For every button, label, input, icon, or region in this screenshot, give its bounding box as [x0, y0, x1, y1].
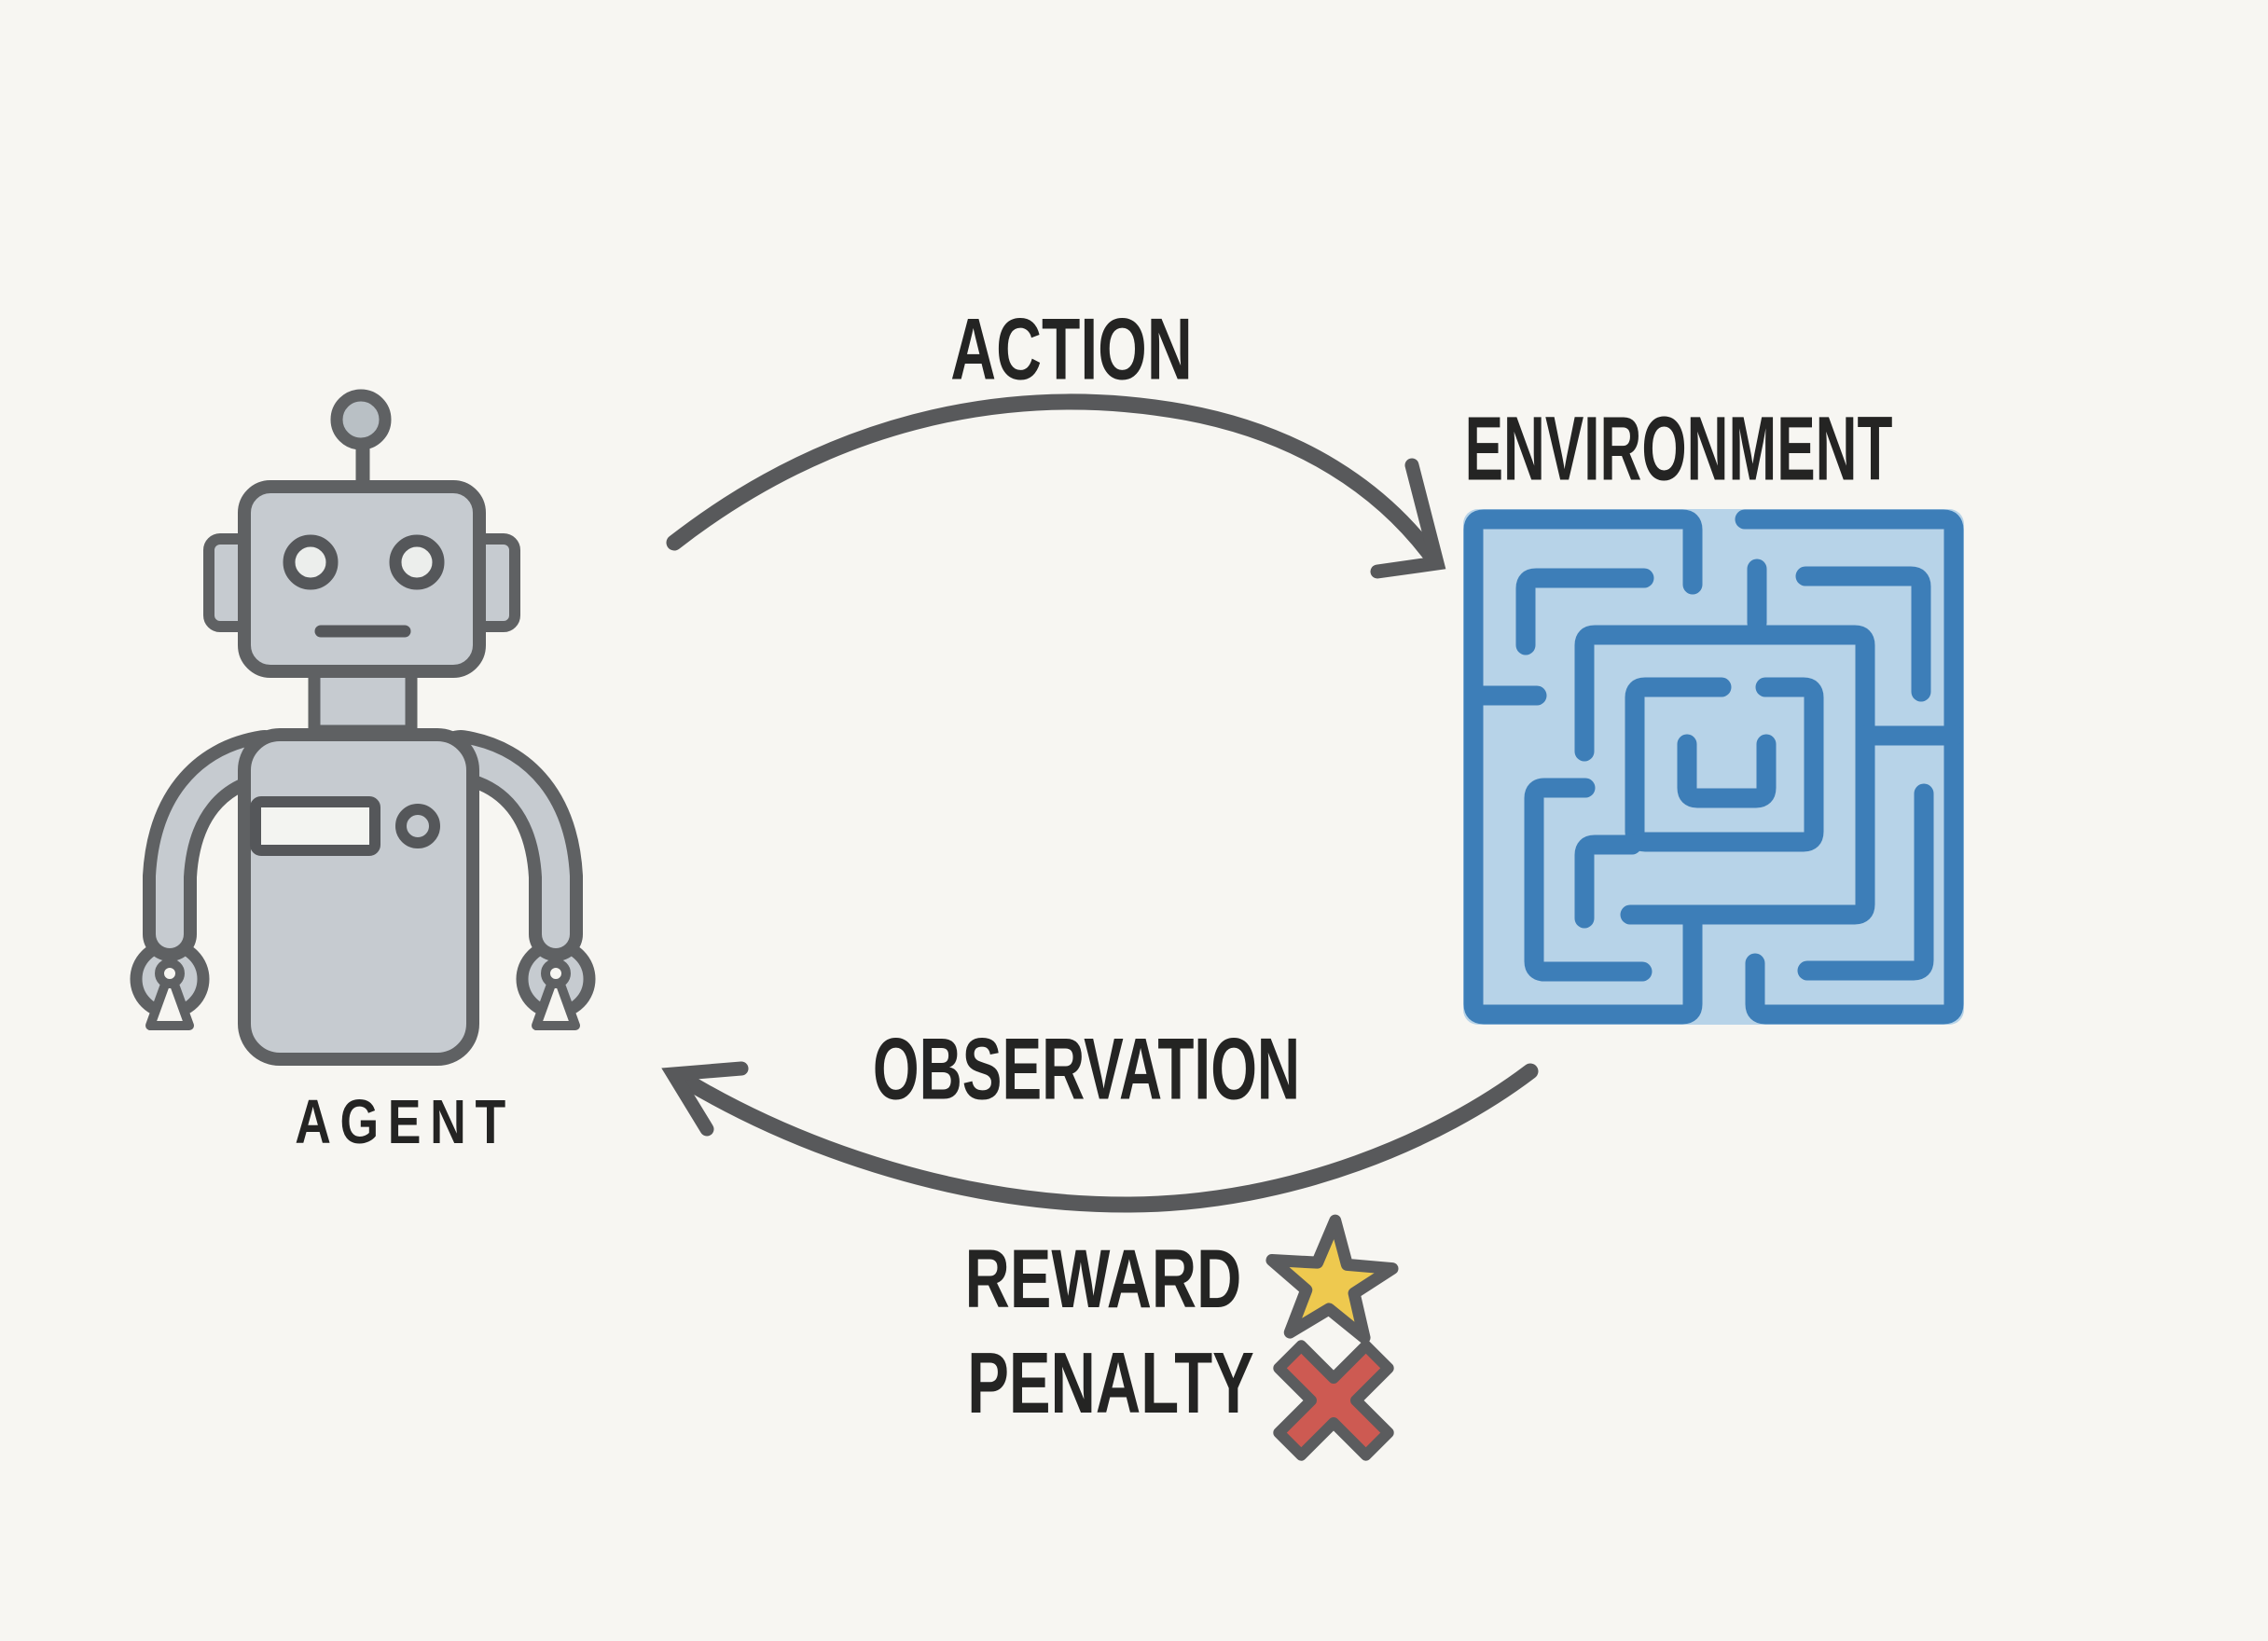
reward-label: REWARD [964, 1232, 1242, 1326]
robot-eye-left [283, 534, 339, 590]
maze-icon [1463, 509, 1964, 1025]
observation-arrow [661, 1061, 1539, 1213]
robot-torso [238, 728, 479, 1066]
penalty-label: PENALTY [967, 1333, 1254, 1431]
robot-antenna-ball [330, 389, 392, 450]
observation-arrowhead [661, 1061, 749, 1137]
agent-label: AGENT [295, 1087, 515, 1158]
maze-outer-wall-right [1735, 509, 1964, 1025]
robot-head [238, 480, 486, 678]
robot-chest-button [395, 804, 440, 848]
maze-wall [1625, 677, 1824, 852]
observation-label: OBSERVATION [872, 1019, 1301, 1118]
environment-label: ENVIRONMENT [1464, 397, 1893, 500]
maze-wall [1797, 783, 1934, 981]
observation-arrow-shaft [679, 1063, 1539, 1213]
action-arrow [666, 393, 1446, 579]
maze-wall [1795, 566, 1931, 702]
maze-wall [1515, 568, 1654, 655]
action-arrow-shaft [666, 393, 1441, 566]
robot-claw-left [130, 939, 210, 1030]
x-icon [1273, 1340, 1394, 1461]
maze-outer-wall-left [1463, 509, 1703, 1025]
robot-arm-right [434, 730, 583, 961]
maze-wall [1524, 778, 1653, 982]
maze-wall [1574, 625, 1875, 925]
maze-center-u-wall [1677, 734, 1777, 808]
action-arrowhead [1370, 458, 1446, 579]
maze-wall [1574, 834, 1642, 929]
action-label: ACTION [950, 299, 1193, 398]
robot-eye-right [389, 534, 445, 590]
star-icon [1265, 1214, 1399, 1345]
robot-icon [130, 389, 596, 1066]
robot-chest-screen [250, 796, 380, 856]
